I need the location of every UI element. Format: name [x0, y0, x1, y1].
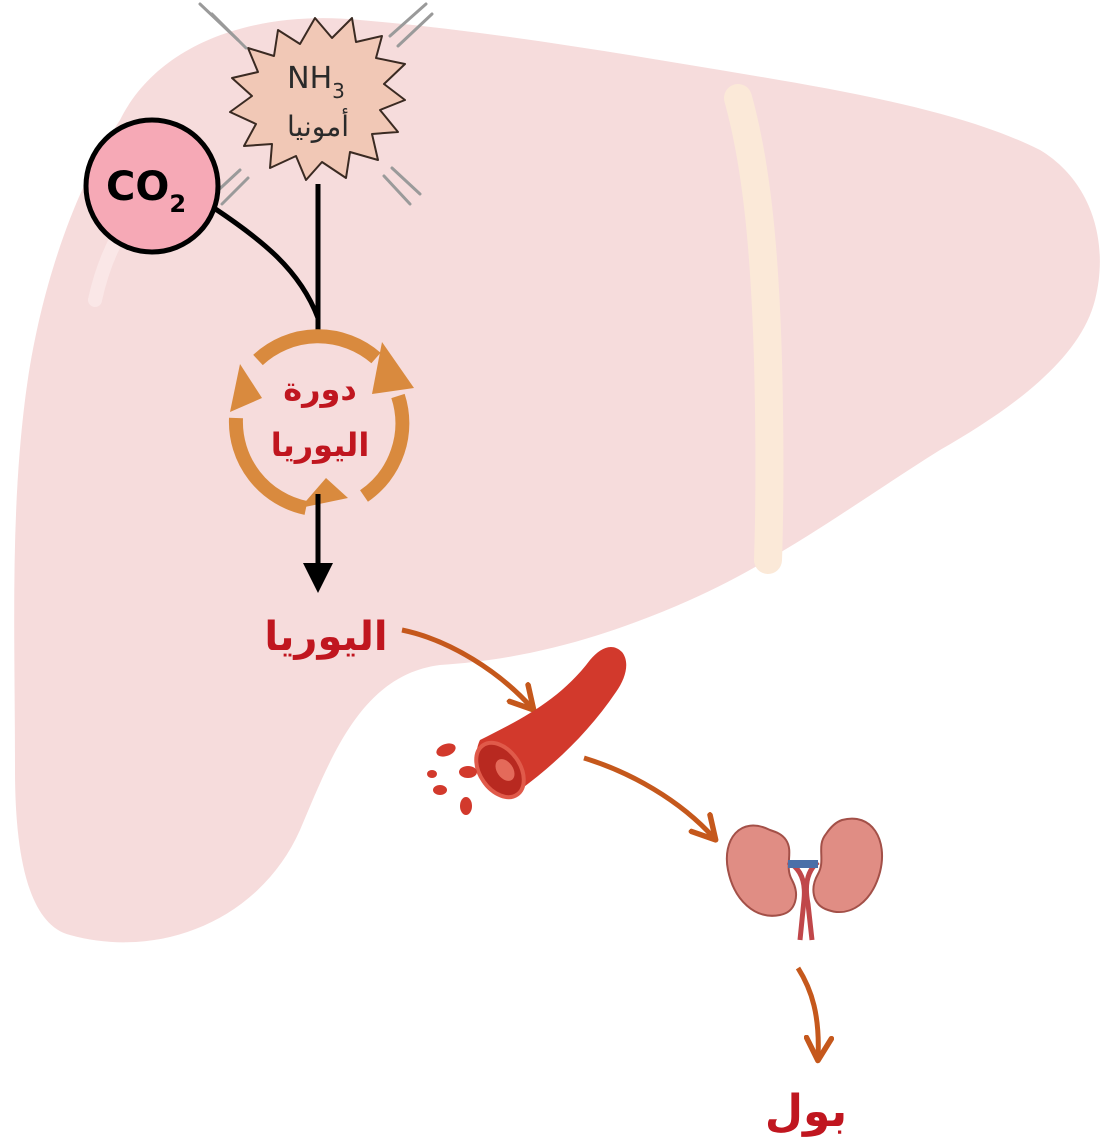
kidney-to-urine-arrow [798, 968, 818, 1058]
ammonia-name: أمونيا [287, 107, 349, 143]
urea-label: اليوريا [264, 614, 387, 660]
kidneys-image [727, 819, 882, 940]
blood-vessel-image [427, 647, 626, 815]
urea-cycle-label-line1: دورة [283, 370, 357, 408]
urea-cycle-label-line2: اليوريا [271, 426, 370, 464]
blood-to-kidney-arrow [584, 758, 714, 838]
urine-label: بول [765, 1086, 847, 1137]
